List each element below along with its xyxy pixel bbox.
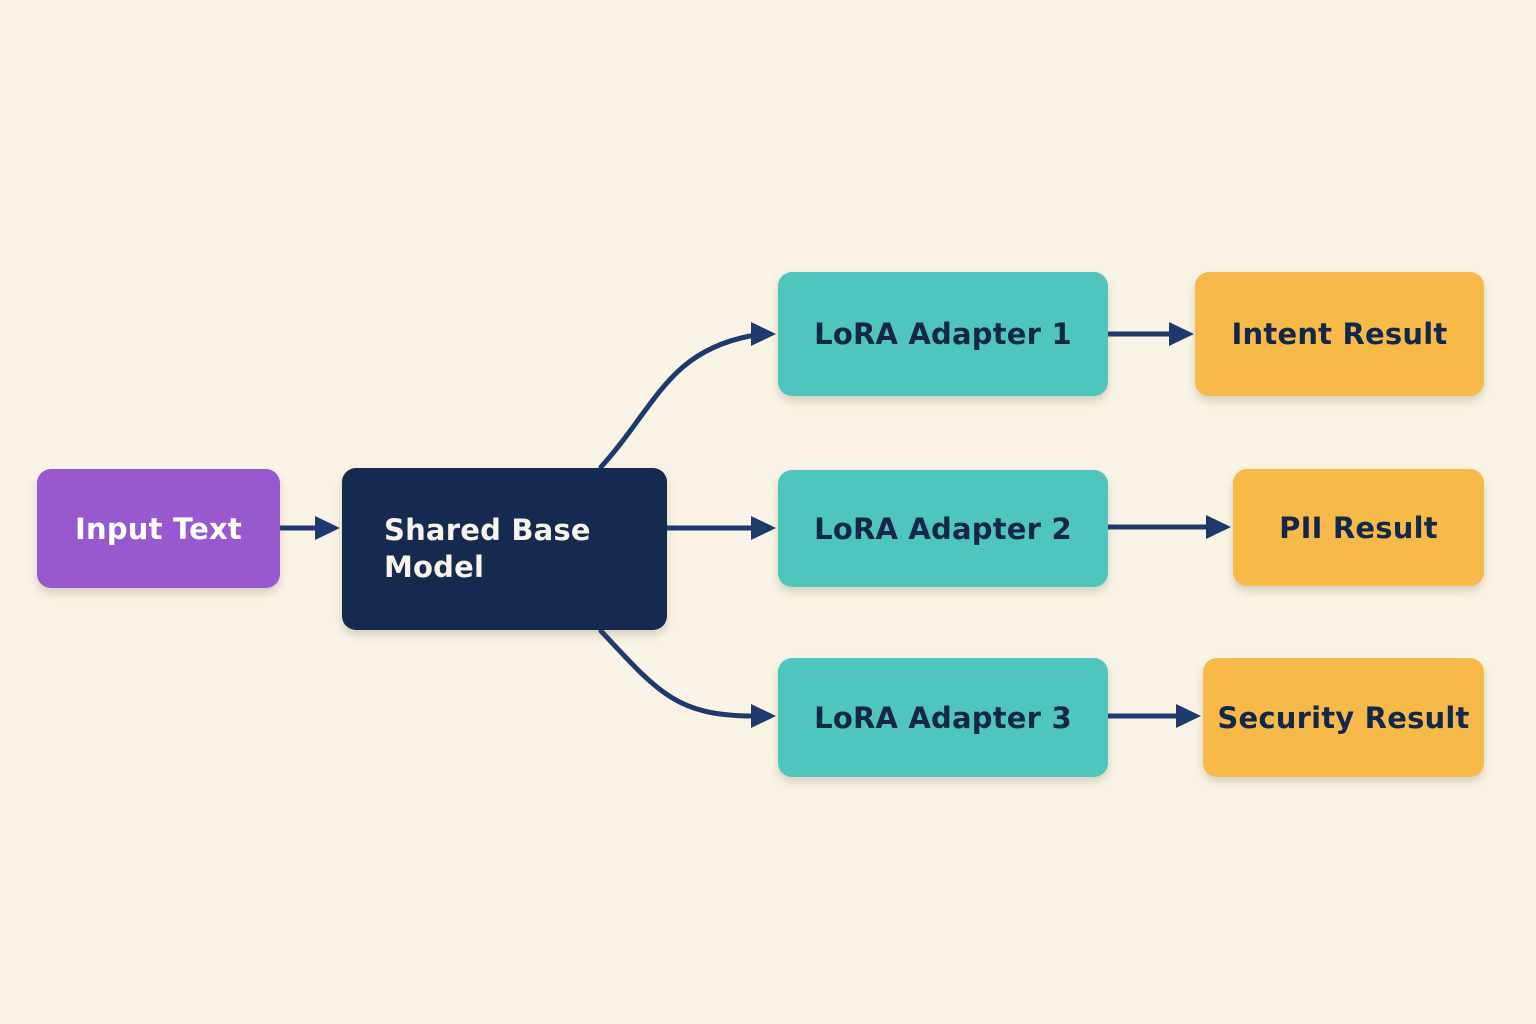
node-security-result-label: Security Result xyxy=(1217,700,1470,735)
arrow-base-to-adapter2 xyxy=(665,516,776,540)
node-intent-result-label: Intent Result xyxy=(1231,317,1448,351)
node-pii-result: PII Result xyxy=(1233,469,1484,586)
arrow-input-to-base xyxy=(278,516,340,540)
arrow-base-to-adapter1 xyxy=(598,322,776,470)
node-lora-adapter-3-label: LoRA Adapter 3 xyxy=(814,700,1072,735)
node-lora-adapter-2-label: LoRA Adapter 2 xyxy=(814,511,1072,546)
node-intent-result: Intent Result xyxy=(1195,272,1484,396)
node-lora-adapter-2: LoRA Adapter 2 xyxy=(778,470,1108,587)
node-lora-adapter-1: LoRA Adapter 1 xyxy=(778,272,1108,396)
node-input-text-label: Input Text xyxy=(75,511,242,546)
node-lora-adapter-3: LoRA Adapter 3 xyxy=(778,658,1108,777)
node-pii-result-label: PII Result xyxy=(1279,510,1438,545)
node-lora-adapter-1-label: LoRA Adapter 1 xyxy=(814,317,1072,351)
node-security-result: Security Result xyxy=(1203,658,1484,777)
arrow-adapter1-to-intent xyxy=(1105,322,1194,346)
node-shared-base-model-label: Shared Base Model xyxy=(384,512,591,584)
arrow-adapter2-to-pii xyxy=(1105,515,1231,539)
node-shared-base-model: Shared Base Model xyxy=(342,468,667,630)
node-input-text: Input Text xyxy=(37,469,280,588)
arrow-adapter3-to-security xyxy=(1105,704,1201,728)
arrow-base-to-adapter3 xyxy=(598,628,776,728)
